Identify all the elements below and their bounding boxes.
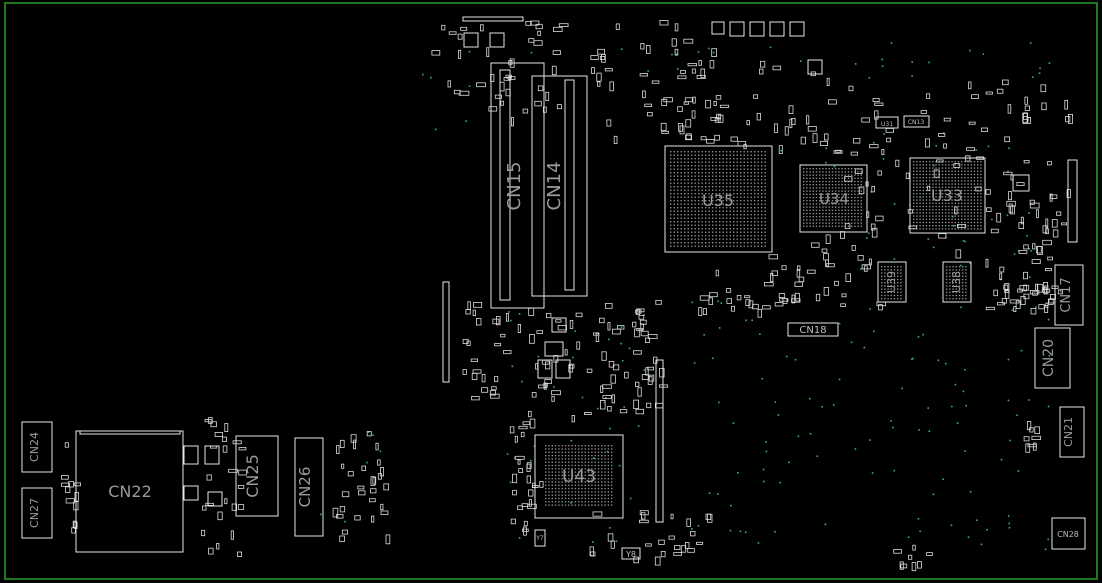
connector-cn15[interactable]: CN15 xyxy=(490,62,545,309)
u34-label: U34 xyxy=(819,190,849,208)
connector-left-strip[interactable] xyxy=(442,281,450,383)
board-outline xyxy=(4,2,1098,580)
u38-label: U38 xyxy=(950,271,963,293)
connector-cn18[interactable]: CN18 xyxy=(787,322,839,337)
bga-ball-grids xyxy=(545,151,982,506)
cn28-label: CN28 xyxy=(1057,530,1079,539)
cn24-label: CN24 xyxy=(28,432,41,462)
crystal-y8[interactable]: Y8 xyxy=(621,547,641,560)
connector-vertical-strip[interactable] xyxy=(655,359,664,523)
cn27-label: CN27 xyxy=(28,498,41,528)
connector-cn27[interactable]: CN27 xyxy=(21,487,53,539)
connector-cn14[interactable]: CN14 xyxy=(531,75,588,297)
u35-label: U35 xyxy=(702,191,734,210)
cn21-label: CN21 xyxy=(1062,417,1075,447)
cn26-label: CN26 xyxy=(296,467,314,508)
chip-u33[interactable]: U33 xyxy=(909,157,986,234)
connector-cn28[interactable]: CN28 xyxy=(1051,517,1086,550)
chip-u43[interactable]: U43 xyxy=(534,434,624,519)
cn20-label: CN20 xyxy=(1041,339,1057,377)
via-field xyxy=(320,42,1051,551)
u43-label: U43 xyxy=(562,467,596,487)
connector-cn25[interactable]: CN25 xyxy=(235,435,279,517)
connector-cn24[interactable]: CN24 xyxy=(21,421,53,473)
cn13-label: CN13 xyxy=(908,119,924,126)
connector-cn20[interactable]: CN20 xyxy=(1034,327,1071,389)
chip-u38[interactable]: U38 xyxy=(942,261,972,303)
y8-label: Y8 xyxy=(625,550,636,559)
chip-u35[interactable]: U35 xyxy=(664,145,773,253)
cn17-label: CN17 xyxy=(1059,277,1074,312)
connector-cn21[interactable]: CN21 xyxy=(1059,406,1085,458)
cn22-label: CN22 xyxy=(108,482,152,501)
u39-label: U39 xyxy=(885,271,898,293)
cn25-label: CN25 xyxy=(243,454,262,498)
u33-label: U33 xyxy=(931,186,963,205)
cn14-label: CN14 xyxy=(544,162,565,211)
y7-label: Y7 xyxy=(535,535,544,542)
cn18-label: CN18 xyxy=(799,325,826,336)
connector-cn22[interactable]: CN22 xyxy=(75,430,184,553)
crystal-y7[interactable]: Y7 xyxy=(534,529,546,547)
top-component-row xyxy=(183,16,1030,507)
connector-cn17[interactable]: CN17 xyxy=(1054,264,1084,326)
cn15-label: CN15 xyxy=(504,162,525,211)
connector-cn13[interactable]: CN13 xyxy=(903,115,930,128)
connector-cn26[interactable]: CN26 xyxy=(294,437,324,537)
u31-label: U31 xyxy=(881,121,893,128)
chip-u34[interactable]: U34 xyxy=(799,164,868,233)
connector-right-strip[interactable] xyxy=(1067,159,1078,243)
chip-u31[interactable]: U31 xyxy=(875,116,899,129)
chip-u39[interactable]: U39 xyxy=(877,261,907,303)
